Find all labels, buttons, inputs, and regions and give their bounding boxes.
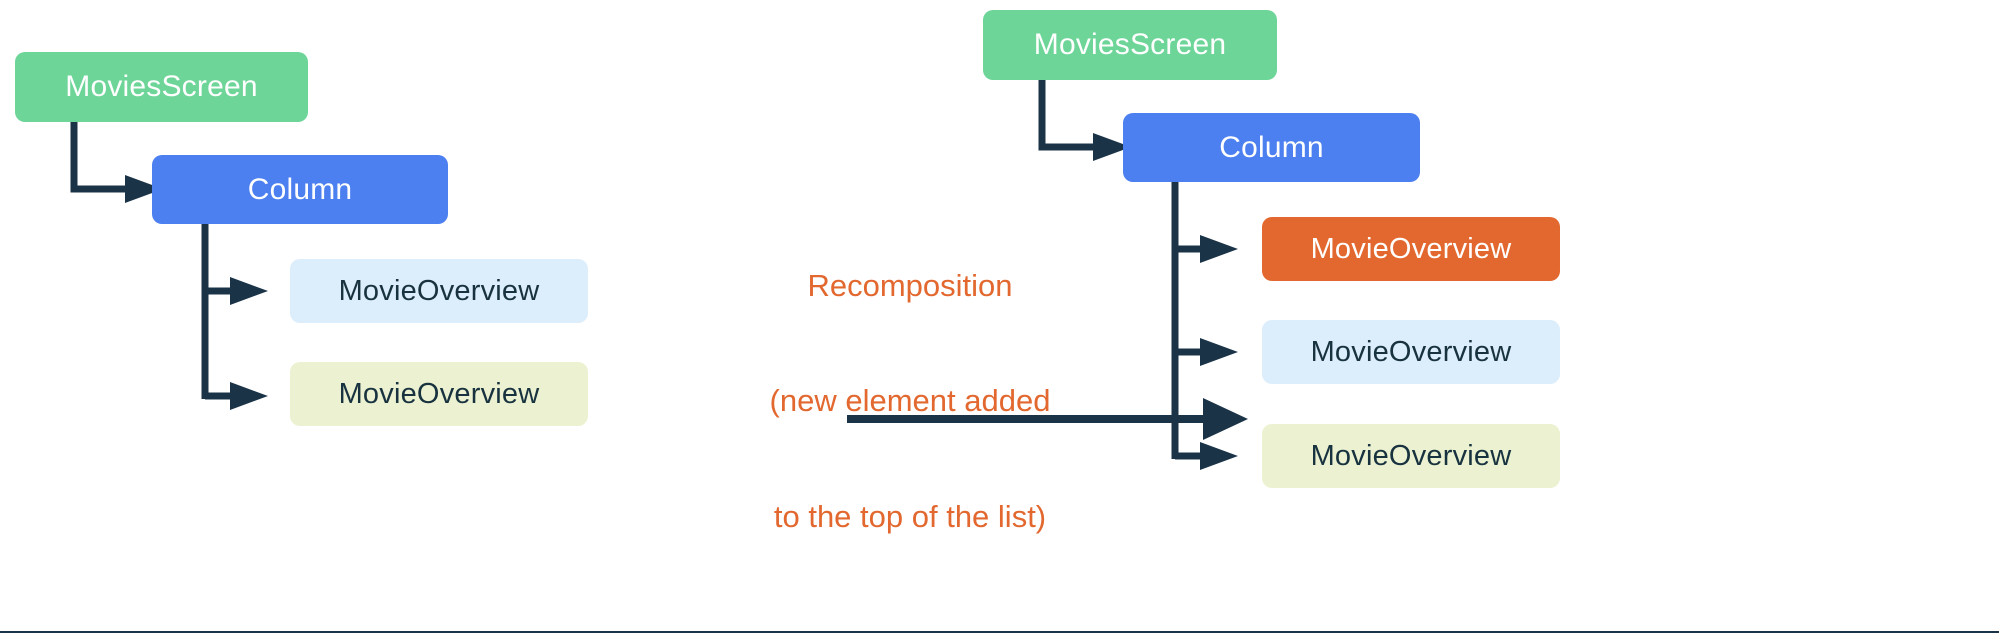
- bottom-divider: [0, 631, 1999, 633]
- node-label: MovieOverview: [1310, 439, 1512, 472]
- left-node-movies-screen[interactable]: MoviesScreen: [15, 52, 308, 122]
- right-node-movie-overview-2[interactable]: MovieOverview: [1262, 424, 1560, 488]
- right-node-movies-screen[interactable]: MoviesScreen: [983, 10, 1277, 80]
- caption-line-1: Recomposition: [807, 267, 1013, 303]
- node-label: MoviesScreen: [1033, 28, 1227, 61]
- node-label: MovieOverview: [1310, 232, 1512, 265]
- left-node-movie-overview-2[interactable]: MovieOverview: [290, 362, 588, 426]
- recomposition-caption: Recomposition (new element added to the …: [660, 190, 1160, 613]
- left-node-movie-overview-1[interactable]: MovieOverview: [290, 259, 588, 323]
- caption-line-2: (new element added: [769, 383, 1051, 419]
- right-node-column[interactable]: Column: [1123, 113, 1420, 182]
- right-node-movie-overview-1[interactable]: MovieOverview: [1262, 320, 1560, 384]
- node-label: MovieOverview: [338, 377, 540, 410]
- node-label: MovieOverview: [1310, 335, 1512, 368]
- right-node-movie-overview-new[interactable]: MovieOverview: [1262, 217, 1560, 281]
- node-label: MovieOverview: [338, 274, 540, 307]
- node-label: Column: [1219, 130, 1324, 164]
- node-label: Column: [247, 172, 353, 206]
- caption-line-3: to the top of the list): [773, 498, 1047, 534]
- left-node-column[interactable]: Column: [152, 155, 448, 224]
- node-label: MoviesScreen: [65, 70, 258, 103]
